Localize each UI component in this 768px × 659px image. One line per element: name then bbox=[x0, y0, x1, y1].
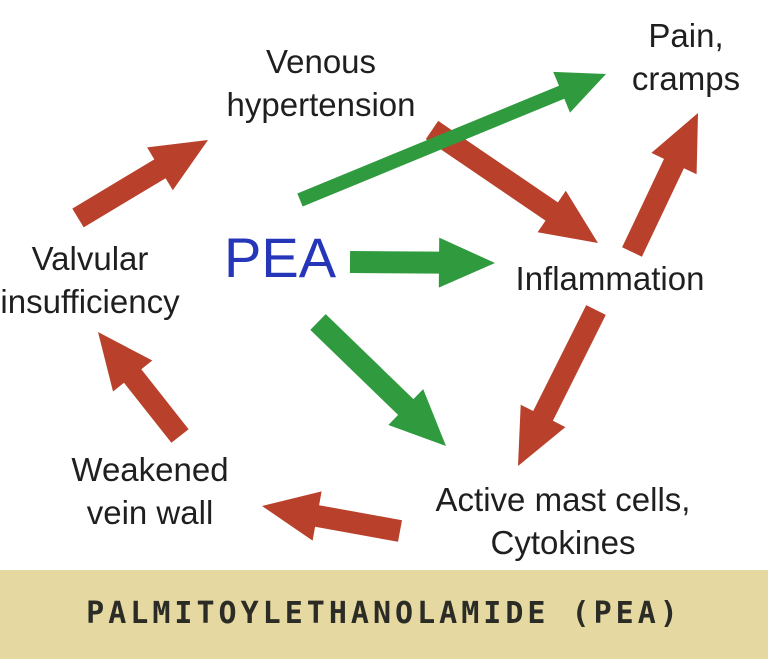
arrows-layer bbox=[72, 71, 698, 542]
node-pea: PEA bbox=[224, 226, 337, 289]
arrow-weakened-to-valvular bbox=[98, 332, 189, 443]
node-active-mast-cells: Active mast cells, Cytokines bbox=[408, 478, 718, 564]
node-inflammation: Inflammation bbox=[500, 257, 720, 300]
node-active-mast-cells-line1: Active mast cells, bbox=[435, 481, 691, 518]
node-active-mast-cells-line2: Cytokines bbox=[490, 524, 636, 561]
node-valvular-insufficiency-line2: insufficiency bbox=[0, 283, 180, 320]
node-venous-hypertension-line2: hypertension bbox=[226, 86, 416, 123]
node-weakened-vein-wall-line2: vein wall bbox=[86, 494, 214, 531]
title-banner: PALMITOYLETHANOLAMIDE (PEA) bbox=[0, 570, 768, 659]
node-weakened-vein-wall-line1: Weakened bbox=[71, 451, 229, 488]
node-pain-cramps-line1: Pain, bbox=[648, 17, 724, 54]
node-valvular-insufficiency: Valvular insufficiency bbox=[0, 237, 200, 323]
node-pain-cramps-line2: cramps bbox=[631, 60, 741, 97]
arrow-inflammation-to-mast bbox=[518, 305, 606, 466]
arrow-valvular-to-venous bbox=[72, 140, 208, 228]
pea-cycle-diagram: Venous hypertension Pain, cramps Valvula… bbox=[0, 14, 756, 564]
node-venous-hypertension-line1: Venous bbox=[265, 43, 377, 80]
node-pain-cramps: Pain, cramps bbox=[616, 14, 756, 100]
arrow-pea-to-mast bbox=[310, 314, 446, 446]
arrow-pea-to-inflammation bbox=[349, 237, 495, 288]
node-weakened-vein-wall: Weakened vein wall bbox=[50, 448, 250, 534]
arrow-venous-to-inflammation bbox=[425, 120, 598, 243]
node-valvular-insufficiency-line1: Valvular bbox=[31, 240, 149, 277]
node-venous-hypertension: Venous hypertension bbox=[206, 40, 436, 126]
arrow-inflammation-to-pain bbox=[622, 113, 698, 257]
banner-title: PALMITOYLETHANOLAMIDE (PEA) bbox=[86, 596, 682, 631]
arrow-pea-to-pain bbox=[297, 71, 606, 207]
arrow-mast-to-weakened bbox=[262, 491, 402, 542]
node-inflammation-line1: Inflammation bbox=[515, 260, 705, 297]
